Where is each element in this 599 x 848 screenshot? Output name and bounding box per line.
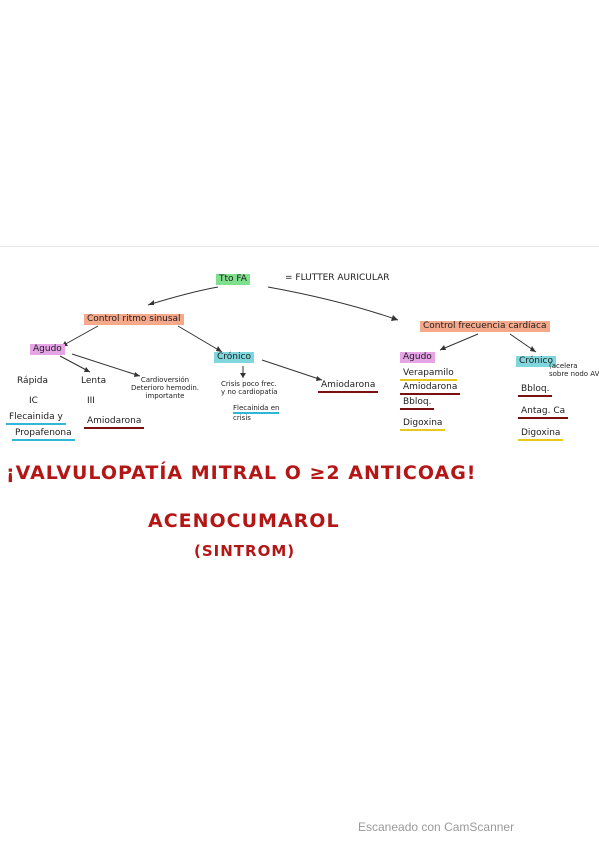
arrow-rhythm-to-cronico [177, 325, 223, 353]
right-cronico-label: Crónico [516, 356, 556, 367]
right-agudo-drug-4: Digoxina [400, 418, 446, 431]
left-agudo-label: Agudo [30, 344, 65, 355]
branch-rate-control: Control frecuencia cardíaca [420, 321, 550, 332]
arrow-agudo-to-col3 [71, 353, 141, 377]
right-agudo-label: Agudo [400, 352, 435, 363]
left-agudo-slow: Lenta [81, 376, 107, 386]
left-cronico-label: Crónico [214, 352, 254, 363]
arrow-agudo-to-col2 [59, 355, 91, 373]
left-agudo-fast-drug-2: Propafenona [12, 428, 75, 441]
left-cronico-drug: Amiodarona [318, 380, 379, 393]
left-agudo-fast-drug-1: Flecainida y [6, 412, 66, 425]
warning-brand-name: (SINTROM) [194, 542, 296, 560]
left-agudo-slow-drug: Amiodarona [84, 416, 145, 429]
right-cronico-drug-3: Digoxina [518, 428, 564, 441]
root-label: Tto FA [216, 274, 250, 285]
right-cronico-note: (acelera sobre nodo AV) [549, 362, 599, 378]
arrow-root-to-rhythm [147, 286, 219, 306]
right-cronico-drug-1: Bbloq. [518, 384, 553, 397]
arrow-rate-to-agudo [439, 333, 479, 351]
right-agudo-drug-2: Amiodarona [400, 382, 461, 395]
arrow-root-to-rate [267, 286, 399, 321]
left-agudo-fast: Rápida [17, 376, 49, 386]
left-agudo-cardioversion: Cardioversión Deterioro hemodin. importa… [131, 376, 199, 400]
left-agudo-fast-class: IC [29, 396, 38, 406]
right-agudo-drug-1: Verapamilo [400, 368, 457, 381]
left-cronico-condition: Crisis poco frec. y no cardiopatía [221, 380, 278, 396]
left-agudo-slow-class: III [87, 396, 95, 406]
root-equivalence: = FLUTTER AURICULAR [285, 273, 390, 283]
arrow-cronico-to-amio [261, 359, 323, 381]
scanner-watermark: Escaneado con CamScanner [358, 820, 515, 834]
branch-rhythm-control: Control ritmo sinusal [84, 314, 184, 325]
right-agudo-drug-3: Bbloq. [400, 397, 435, 410]
arrow-rhythm-to-agudo [61, 325, 99, 347]
warning-headline: ¡VALVULOPATÍA MITRAL O ≥2 ANTICOAG! [6, 462, 477, 484]
left-cronico-strategy: Flecainida en crisis [233, 404, 280, 422]
blank-top-area [0, 0, 599, 246]
warning-drug-name: ACENOCUMAROL [148, 510, 340, 532]
page-edge-line [0, 246, 599, 247]
right-cronico-drug-2: Antag. Ca [518, 406, 569, 419]
